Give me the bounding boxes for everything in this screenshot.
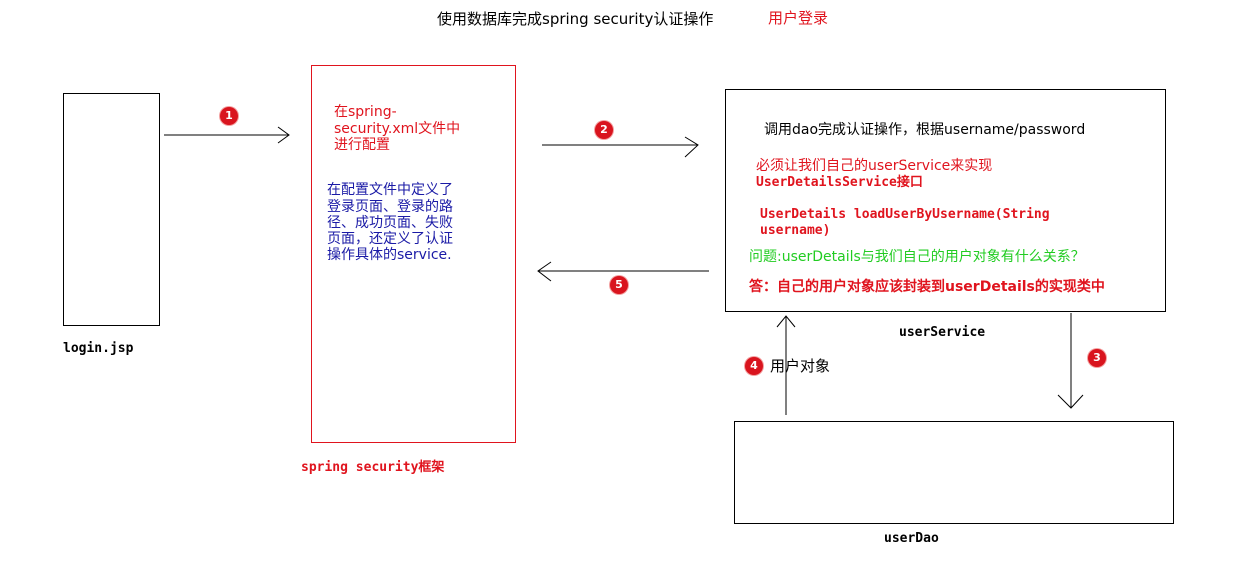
- step-2-badge: 2: [595, 121, 613, 139]
- spring-desc-line5: 操作具体的service.: [327, 247, 452, 263]
- spring-desc-line3: 径、成功页面、失败: [327, 215, 453, 231]
- arrow-3-head: [1057, 394, 1084, 409]
- spring-config-line3: 进行配置: [334, 137, 390, 153]
- service-line1: 调用dao完成认证操作，根据username/password: [764, 122, 1086, 138]
- service-question: 问题:userDetails与我们自己的用户对象有什么关系？: [749, 249, 1085, 265]
- service-line2: 必须让我们自己的userService来实现: [756, 158, 993, 174]
- spring-config-line2: security.xml文件中: [334, 121, 461, 137]
- step-4-label: 用户对象: [770, 357, 831, 375]
- step-1-badge: 1: [220, 107, 238, 125]
- service-line4: UserDetails loadUserByUsername(String: [760, 207, 1050, 222]
- arrow-1-head: [277, 126, 290, 144]
- spring-config-line1: 在spring-: [334, 104, 397, 120]
- user-service-box: [725, 89, 1166, 312]
- service-answer: 答：自己的用户对象应该封装到userDetails的实现类中: [749, 279, 1105, 295]
- step-3-badge: 3: [1088, 349, 1106, 367]
- arrow-5-head: [537, 261, 552, 282]
- service-line3: UserDetailsService接口: [756, 175, 923, 190]
- step-4-badge: 4: [745, 357, 763, 375]
- spring-desc-line1: 在配置文件中定义了: [327, 182, 453, 198]
- page-title: 使用数据库完成spring security认证操作: [437, 10, 714, 28]
- spring-desc-line4: 页面，还定义了认证: [327, 231, 453, 247]
- arrow-2-head: [684, 136, 699, 158]
- spring-desc-line2: 登录页面、登录的路: [327, 199, 453, 215]
- spring-security-box: [311, 65, 516, 443]
- user-dao-label: userDao: [884, 531, 939, 546]
- step-5-badge: 5: [610, 276, 628, 294]
- login-page-label: login.jsp: [63, 341, 134, 356]
- service-line5: username): [760, 223, 831, 238]
- user-dao-box: [734, 421, 1174, 524]
- login-page-box: [63, 93, 160, 326]
- user-service-label: userService: [899, 325, 986, 340]
- spring-security-label: spring security框架: [301, 460, 445, 475]
- page-subtitle: 用户登录: [768, 9, 829, 27]
- arrow-4-head: [776, 315, 796, 328]
